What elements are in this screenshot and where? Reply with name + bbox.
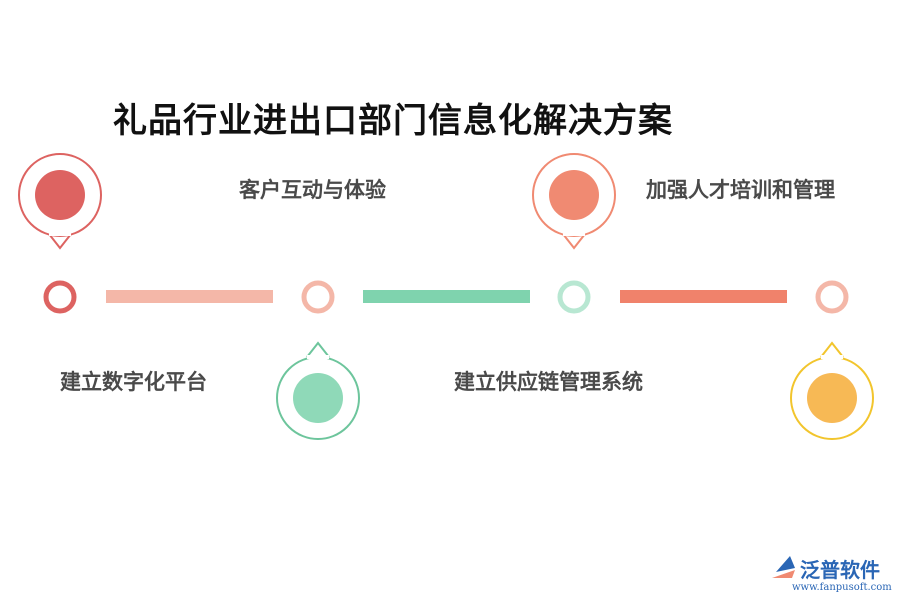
connector-bar-3 — [620, 290, 787, 303]
connector-bar-1 — [106, 290, 273, 303]
connector-bar-2 — [363, 290, 530, 303]
logo-url: www.fanpusoft.com — [792, 582, 892, 593]
logo-name: 泛普软件 — [800, 558, 880, 582]
pin-marker-4 — [790, 341, 874, 440]
timeline-node-3 — [557, 280, 591, 314]
pin-marker-3 — [532, 153, 616, 250]
label-talent-training: 加强人才培训和管理 — [646, 178, 835, 202]
timeline-node-1 — [43, 280, 77, 314]
label-supply-chain: 建立供应链管理系统 — [454, 370, 643, 394]
timeline-node-4 — [815, 280, 849, 314]
pin-marker-2 — [276, 341, 360, 440]
label-customer-interaction: 客户互动与体验 — [239, 178, 386, 202]
label-digital-platform: 建立数字化平台 — [60, 370, 207, 394]
timeline-node-2 — [301, 280, 335, 314]
page-title: 礼品行业进出口部门信息化解决方案 — [113, 101, 673, 141]
fanpu-logo-icon — [772, 556, 795, 578]
pin-marker-1 — [18, 153, 102, 250]
